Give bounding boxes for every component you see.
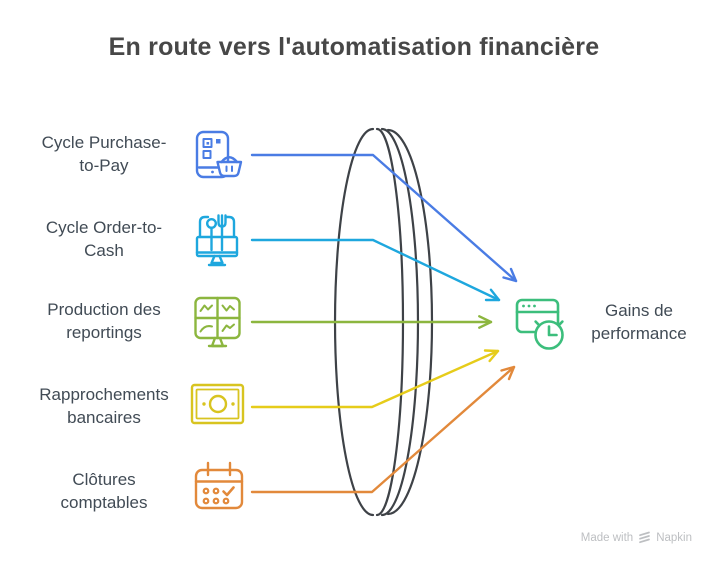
item-label-order-to-cash: Cycle Order-to- Cash [45, 218, 163, 260]
calendar-check-icon [194, 461, 244, 510]
item-label-purchase-to-pay: Cycle Purchase- to-Pay [41, 133, 167, 175]
item-label-rapprochements: Rapprochements bancaires [39, 385, 169, 427]
made-with-text: Made with [580, 531, 634, 544]
browser-clock-icon [515, 298, 564, 350]
arrow-rapprochements [250, 349, 500, 409]
item-label-reportings: Production des reportings [47, 300, 161, 342]
arrow-clotures [250, 365, 516, 494]
item-label-clotures: Clôtures comptables [60, 470, 148, 512]
result-label-gains-de-performance: Gains de performance [591, 301, 687, 343]
arrow-reportings [250, 315, 493, 329]
smartphone-qr-basket-icon [195, 130, 243, 179]
arrow-purchase-to-pay [250, 153, 518, 283]
brand-text: Napkin [656, 531, 692, 544]
diagram-title: En route vers l'automatisation financièr… [108, 33, 600, 61]
arrow-order-to-cash [250, 238, 501, 302]
order-monitor-icon [195, 214, 239, 267]
made-with-napkin-branding: Made with Napkin [581, 531, 692, 544]
banknote-icon [190, 383, 245, 425]
reports-dashboard-icon [194, 296, 241, 348]
napkin-logo-icon [639, 531, 651, 544]
